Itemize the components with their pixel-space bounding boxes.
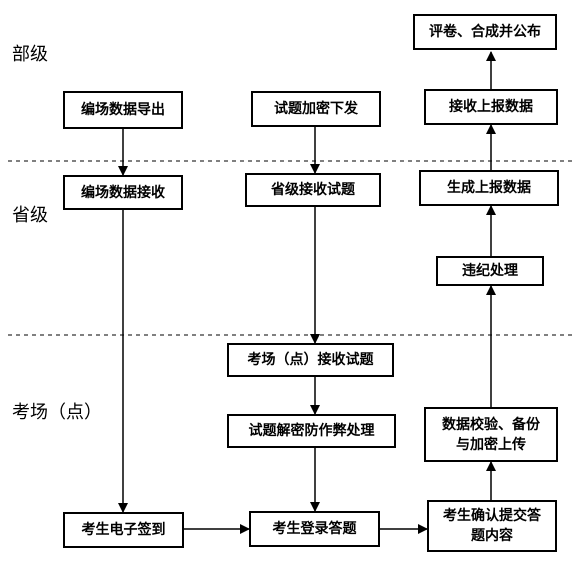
level-label-exam-site: 考场（点） bbox=[12, 402, 102, 423]
box-receive-report: 接收上报数据 bbox=[424, 89, 558, 125]
level-label-ministry: 部级 bbox=[12, 44, 48, 65]
box-verify-backup: 数据校验、备份与加密上传 bbox=[424, 407, 558, 462]
box-sign-in: 考生电子签到 bbox=[63, 512, 184, 548]
box-export-data: 编场数据导出 bbox=[63, 91, 183, 129]
box-decrypt: 试题解密防作弊处理 bbox=[227, 414, 396, 448]
box-encrypt-issue: 试题加密下发 bbox=[251, 91, 381, 127]
box-generate-report: 生成上报数据 bbox=[419, 170, 559, 206]
box-confirm-submit: 考生确认提交答题内容 bbox=[427, 500, 557, 552]
box-violation: 违纪处理 bbox=[436, 256, 544, 286]
box-receive-site-data: 编场数据接收 bbox=[63, 175, 183, 210]
box-site-receive: 考场（点）接收试题 bbox=[227, 343, 394, 377]
level-label-province: 省级 bbox=[12, 205, 48, 226]
box-login-answer: 考生登录答题 bbox=[249, 511, 380, 547]
box-province-receive: 省级接收试题 bbox=[245, 173, 381, 207]
box-publish: 评卷、合成并公布 bbox=[413, 14, 557, 50]
